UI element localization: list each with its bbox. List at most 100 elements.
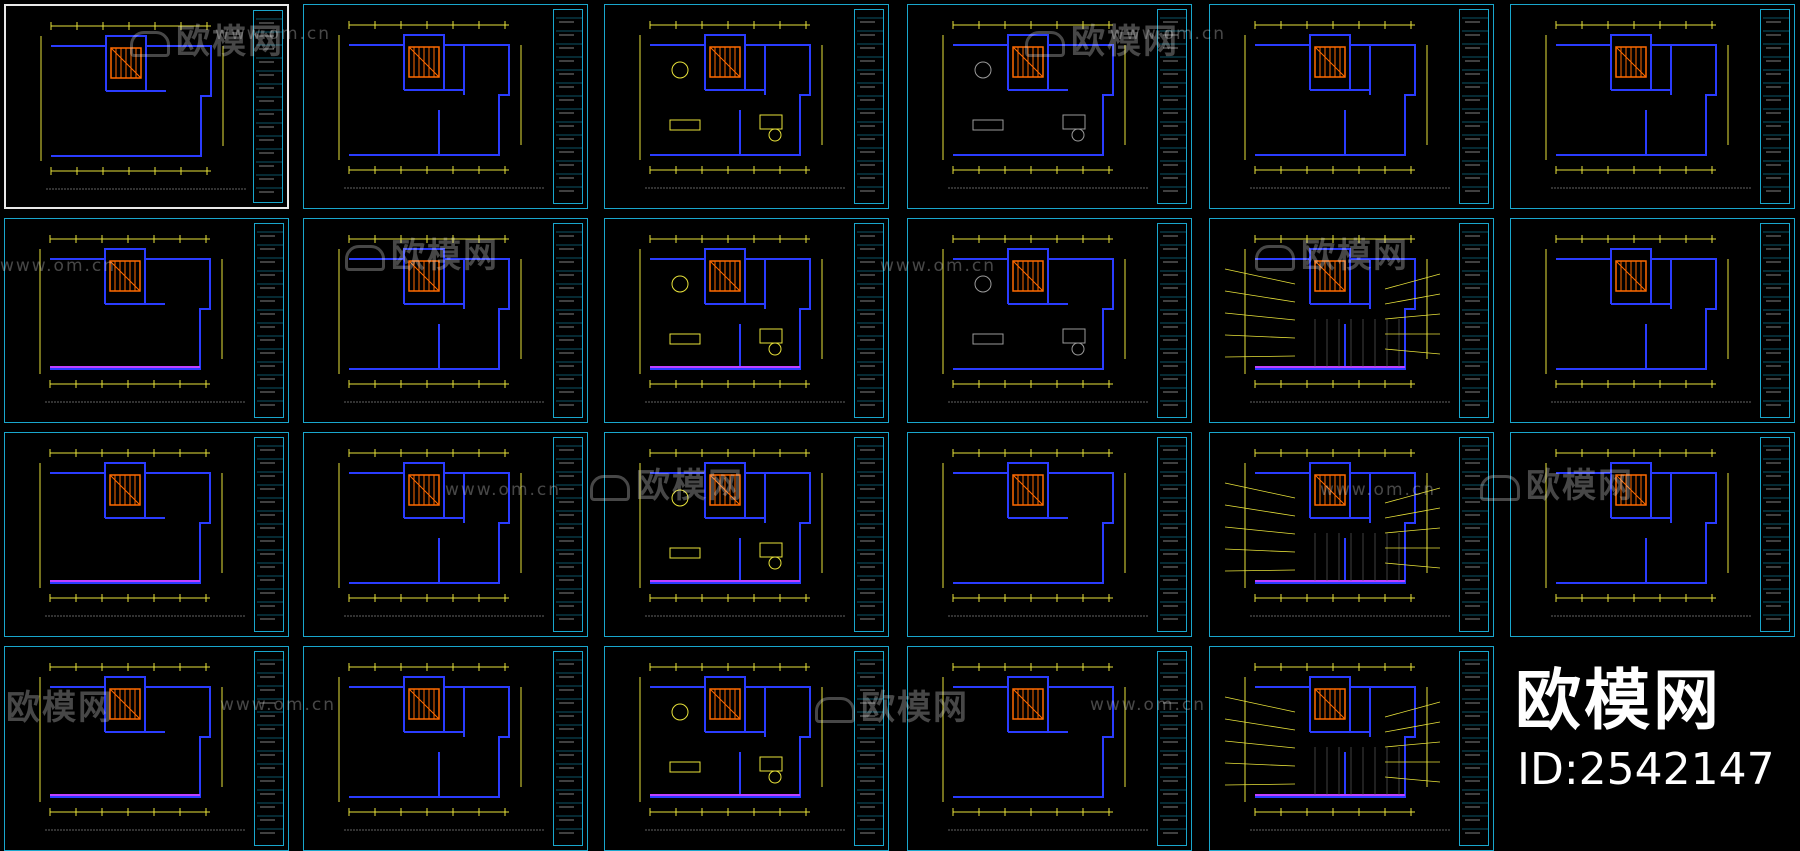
title-block [1459,437,1489,632]
drawing-sheet[interactable] [907,646,1192,851]
stair-icon [1314,46,1346,78]
drawing-sheet[interactable] [4,4,289,209]
stair-icon [109,474,141,506]
drawing-sheet[interactable] [4,218,289,423]
model-id-label: ID:2542147 [1517,744,1775,795]
title-block [1760,437,1790,632]
stair-icon [408,46,440,78]
floor-plan-drawing [639,235,845,403]
floor-plan-drawing [338,449,544,617]
floor-plan-drawing [1224,449,1450,617]
watermark-url: www.om.cn [1110,24,1227,44]
title-block [1459,9,1489,204]
title-block [1157,9,1187,204]
drawing-sheet[interactable] [604,432,889,637]
stair-icon [1012,46,1044,78]
title-block [854,651,884,846]
stair-icon [1012,688,1044,720]
floor-plan-drawing [942,235,1148,403]
title-block [1459,651,1489,846]
title-block [1157,651,1187,846]
drawing-sheet[interactable] [303,432,588,637]
drawing-sheet[interactable] [907,432,1192,637]
floor-plan-drawing [40,22,246,190]
drawing-sheet[interactable] [604,646,889,851]
drawing-sheet[interactable] [1209,218,1494,423]
stair-icon [1012,260,1044,292]
floor-plan-drawing [39,235,245,403]
drawing-sheet[interactable] [1510,432,1795,637]
title-block [1459,223,1489,418]
watermark-url: www.om.cn [215,24,332,44]
floor-plan-drawing [942,21,1148,189]
stair-icon [1314,474,1346,506]
drawing-sheet[interactable] [1510,218,1795,423]
floor-plan-drawing [1545,235,1751,403]
stair-icon [408,260,440,292]
drawing-sheet[interactable] [1510,4,1795,209]
title-block [1157,437,1187,632]
floor-plan-drawing [39,663,245,831]
floor-plan-drawing [639,449,845,617]
title-block [553,9,583,204]
title-block [553,223,583,418]
floor-plan-drawing [338,21,544,189]
drawing-sheet[interactable] [4,646,289,851]
floor-plan-drawing [639,663,845,831]
drawing-sheet[interactable] [1209,432,1494,637]
title-block [553,437,583,632]
title-block [854,9,884,204]
watermark-url: www.om.cn [880,256,997,276]
drawing-sheet[interactable] [4,432,289,637]
floor-plan-drawing [1545,21,1751,189]
stair-icon [1012,474,1044,506]
brand-logo-text: 欧模网 [1515,662,1722,739]
watermark-url: www.om.cn [1320,480,1437,500]
stair-icon [109,260,141,292]
floor-plan-drawing [1545,449,1751,617]
floor-plan-drawing [39,449,245,617]
stair-icon [709,474,741,506]
stair-icon [109,688,141,720]
watermark-url: www.om.cn [1090,695,1207,715]
stair-icon [1615,46,1647,78]
drawing-sheet[interactable] [1209,646,1494,851]
drawing-sheet[interactable] [303,4,588,209]
title-block [854,223,884,418]
stair-icon [110,47,142,79]
watermark-url: www.om.cn [445,480,562,500]
title-block [854,437,884,632]
title-block [1760,223,1790,418]
floor-plan-drawing [1224,663,1450,831]
watermark-url: www.om.cn [220,695,337,715]
title-block [254,223,284,418]
floor-plan-drawing [338,663,544,831]
drawing-sheet[interactable] [604,218,889,423]
title-block [253,10,283,203]
stair-icon [1314,260,1346,292]
drawing-sheet[interactable] [907,4,1192,209]
stair-icon [1314,688,1346,720]
stair-icon [709,46,741,78]
stair-icon [408,688,440,720]
floor-plan-drawing [942,663,1148,831]
drawing-sheet[interactable] [907,218,1192,423]
title-block [1760,9,1790,204]
floor-plan-drawing [639,21,845,189]
drawing-sheet[interactable] [303,646,588,851]
title-block [1157,223,1187,418]
floor-plan-drawing [338,235,544,403]
stair-icon [709,688,741,720]
title-block [254,651,284,846]
title-block [254,437,284,632]
stair-icon [709,260,741,292]
drawing-sheet[interactable] [303,218,588,423]
floor-plan-drawing [1224,235,1450,403]
drawing-sheet[interactable] [604,4,889,209]
watermark-url: www.om.cn [0,256,117,276]
drawing-sheet[interactable] [1209,4,1494,209]
floor-plan-drawing [942,449,1148,617]
title-block [553,651,583,846]
stair-icon [1615,474,1647,506]
